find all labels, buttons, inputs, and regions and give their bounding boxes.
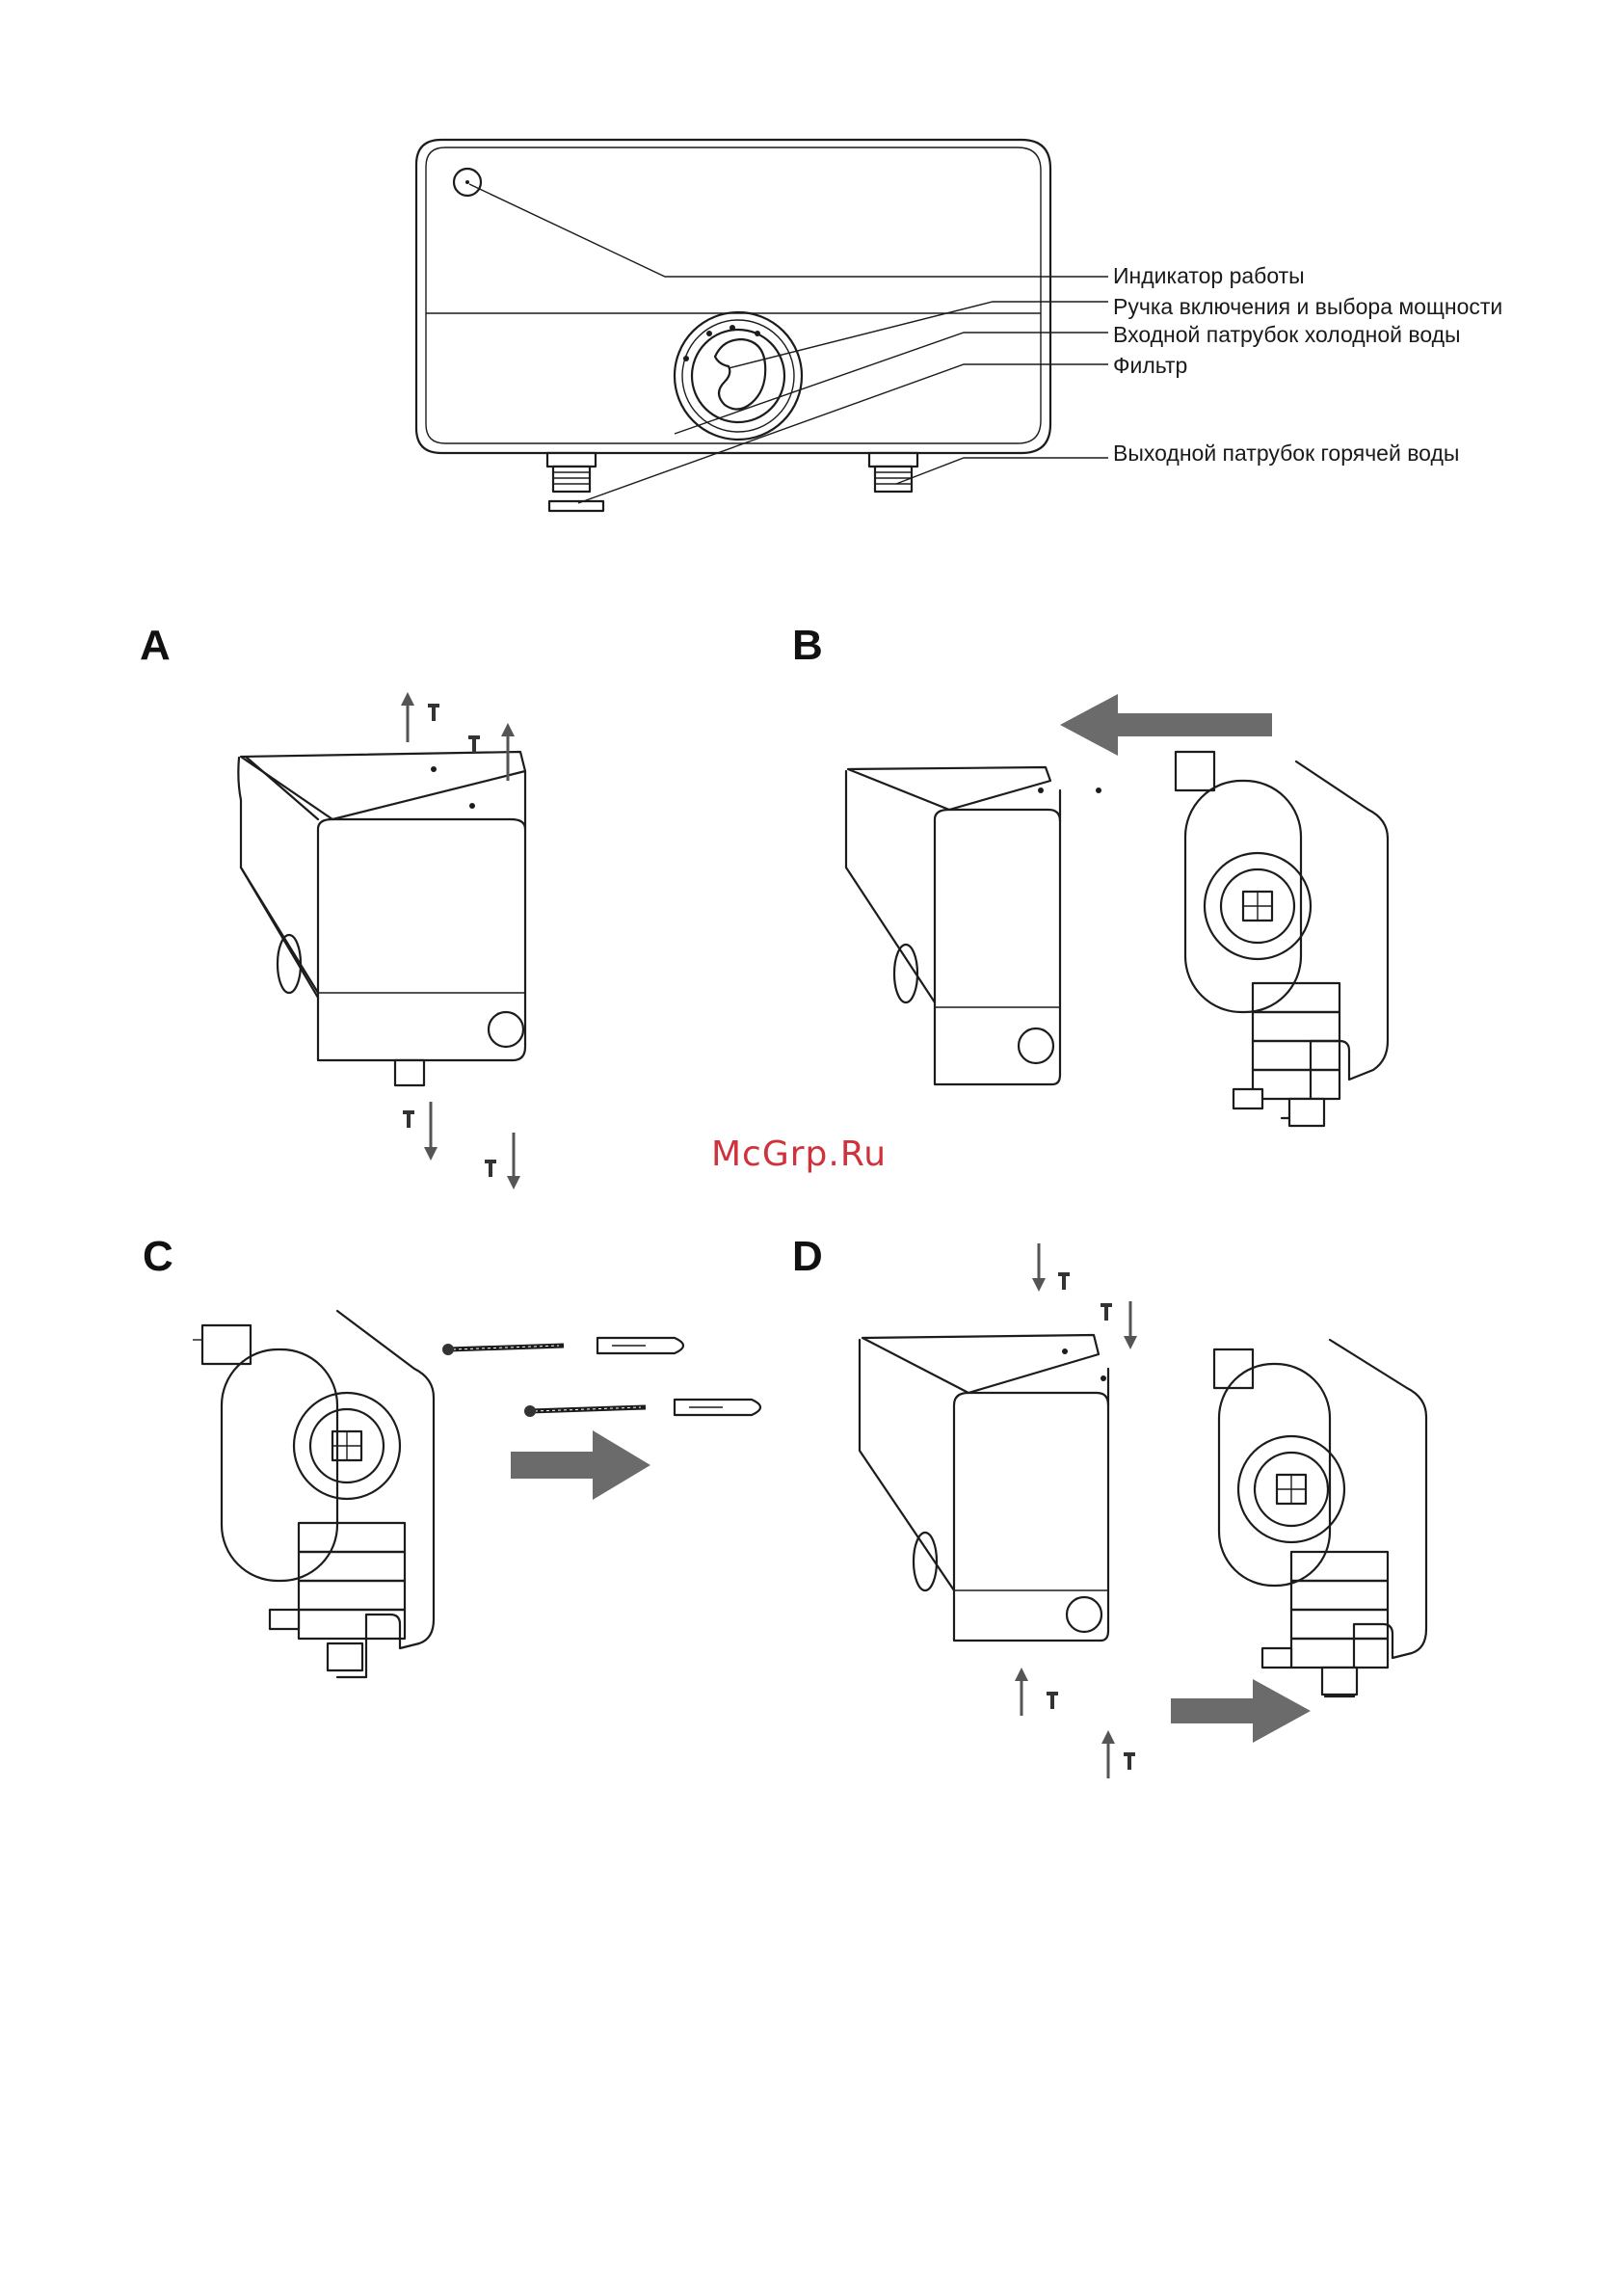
label-filter: Фильтр [1113,355,1187,377]
watermark: McGrp.Ru [711,1137,887,1172]
big-arrow-left [1060,694,1272,756]
panel-letter-b: B [792,625,823,667]
panel-c-wall-mounting [183,1311,858,1735]
big-arrow-right-d [1171,1679,1311,1743]
label-cold-inlet: Входной патрубок холодной воды [1113,324,1461,346]
panel-letter-d: D [792,1236,823,1278]
panel-letter-c: C [143,1236,173,1278]
panel-b-cover-slide [829,675,1503,1195]
label-knob: Ручка включения и выбора мощности [1113,296,1502,318]
label-indicator: Индикатор работы [1113,265,1305,287]
heater-front-view [0,0,1618,578]
big-arrow-right [511,1430,650,1500]
panel-a-cover-removal [193,675,867,1215]
label-hot-outlet: Выходной патрубок горячей воды [1113,442,1459,465]
panel-letter-a: A [140,625,171,667]
panel-d-cover-install [829,1243,1523,1783]
